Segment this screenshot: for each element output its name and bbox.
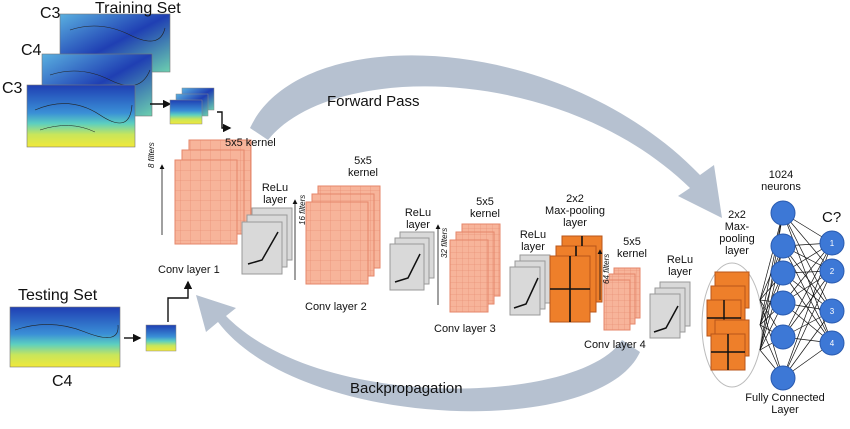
conv3-name: Conv layer 3 — [434, 323, 496, 335]
conv1-name: Conv layer 1 — [158, 264, 220, 276]
training-label-c3-top: C3 — [40, 5, 61, 22]
output-neuron — [819, 258, 845, 284]
conv-layer-3-maps — [449, 223, 501, 313]
hidden-neuron — [770, 324, 796, 350]
fc-neurons — [770, 200, 796, 391]
input-to-conv1-arrow — [217, 111, 232, 133]
conv3-filters-label: 32 filters — [440, 227, 449, 258]
conv-layer-1-maps — [174, 139, 252, 245]
conv2-name: Conv layer 2 — [305, 301, 367, 313]
relu-layer-2-maps — [389, 231, 435, 291]
hidden-neuron — [770, 290, 796, 316]
testing-to-conv1-arrow — [167, 280, 193, 322]
output-neuron-label: 1 — [830, 239, 835, 248]
fc-output-connection — [782, 310, 833, 379]
testing-input — [145, 324, 177, 352]
output-neuron — [819, 330, 845, 356]
fc-output-connection — [782, 245, 833, 312]
relu-layer-3-maps — [509, 254, 551, 316]
conv2-filters-label: 16 filters — [298, 194, 307, 225]
fc-output-connection — [782, 272, 833, 344]
training-label-c3-bottom: C3 — [2, 80, 23, 97]
fc-output-connection — [782, 242, 833, 338]
forward-pass-label: Forward Pass — [327, 93, 420, 110]
fc-output-connection — [782, 212, 833, 272]
conv-layer-2-maps — [305, 185, 381, 285]
conv1-filters-label: 8 filters — [147, 142, 156, 168]
fc-input-connection — [759, 212, 784, 301]
training-set-title: Training Set — [95, 0, 181, 17]
output-neuron-label: 2 — [830, 267, 835, 276]
output-neurons: 1 2 3 4 — [819, 230, 845, 356]
relu-layer-4-maps — [649, 281, 691, 339]
fc-output-connection — [782, 270, 833, 379]
training-input-stack — [169, 87, 215, 125]
max-pooling-2-ellipse — [701, 262, 763, 388]
hidden-neuron — [770, 200, 796, 226]
conv1-kernel-label: 5x5 kernel — [225, 137, 276, 149]
max-pooling-layer-2-maps — [706, 271, 750, 371]
backpropagation-label: Backpropagation — [350, 380, 463, 397]
fc-output-connection — [782, 212, 833, 312]
training-map-c3-front — [26, 84, 136, 148]
fc-output-connection — [782, 242, 833, 304]
output-neuron — [819, 298, 845, 324]
conv-layer-4-maps — [603, 267, 641, 331]
testing-set-title: Testing Set — [18, 287, 98, 304]
max-pooling-layer-1-maps — [549, 235, 603, 323]
fc-input-connection — [759, 272, 784, 351]
fc-output-connection — [782, 245, 833, 344]
training-label-c4: C4 — [21, 42, 42, 59]
output-neuron-label: 4 — [830, 339, 835, 348]
testing-label-c4: C4 — [52, 373, 73, 390]
output-neuron — [819, 230, 845, 256]
forward-pass-arrow — [250, 55, 722, 218]
backpropagation-arrow — [196, 295, 640, 412]
hidden-neuron — [770, 260, 796, 286]
testing-map — [9, 306, 121, 368]
conv4-filters-label: 64 filters — [602, 253, 611, 284]
hidden-neuron — [770, 233, 796, 259]
fc-output-connection — [782, 270, 833, 338]
output-neuron-label: 3 — [830, 307, 835, 316]
hidden-neuron — [770, 365, 796, 391]
conv4-name: Conv layer 4 — [584, 339, 646, 351]
relu-layer-1-maps — [241, 207, 293, 275]
output-class-label: C? — [822, 209, 842, 226]
